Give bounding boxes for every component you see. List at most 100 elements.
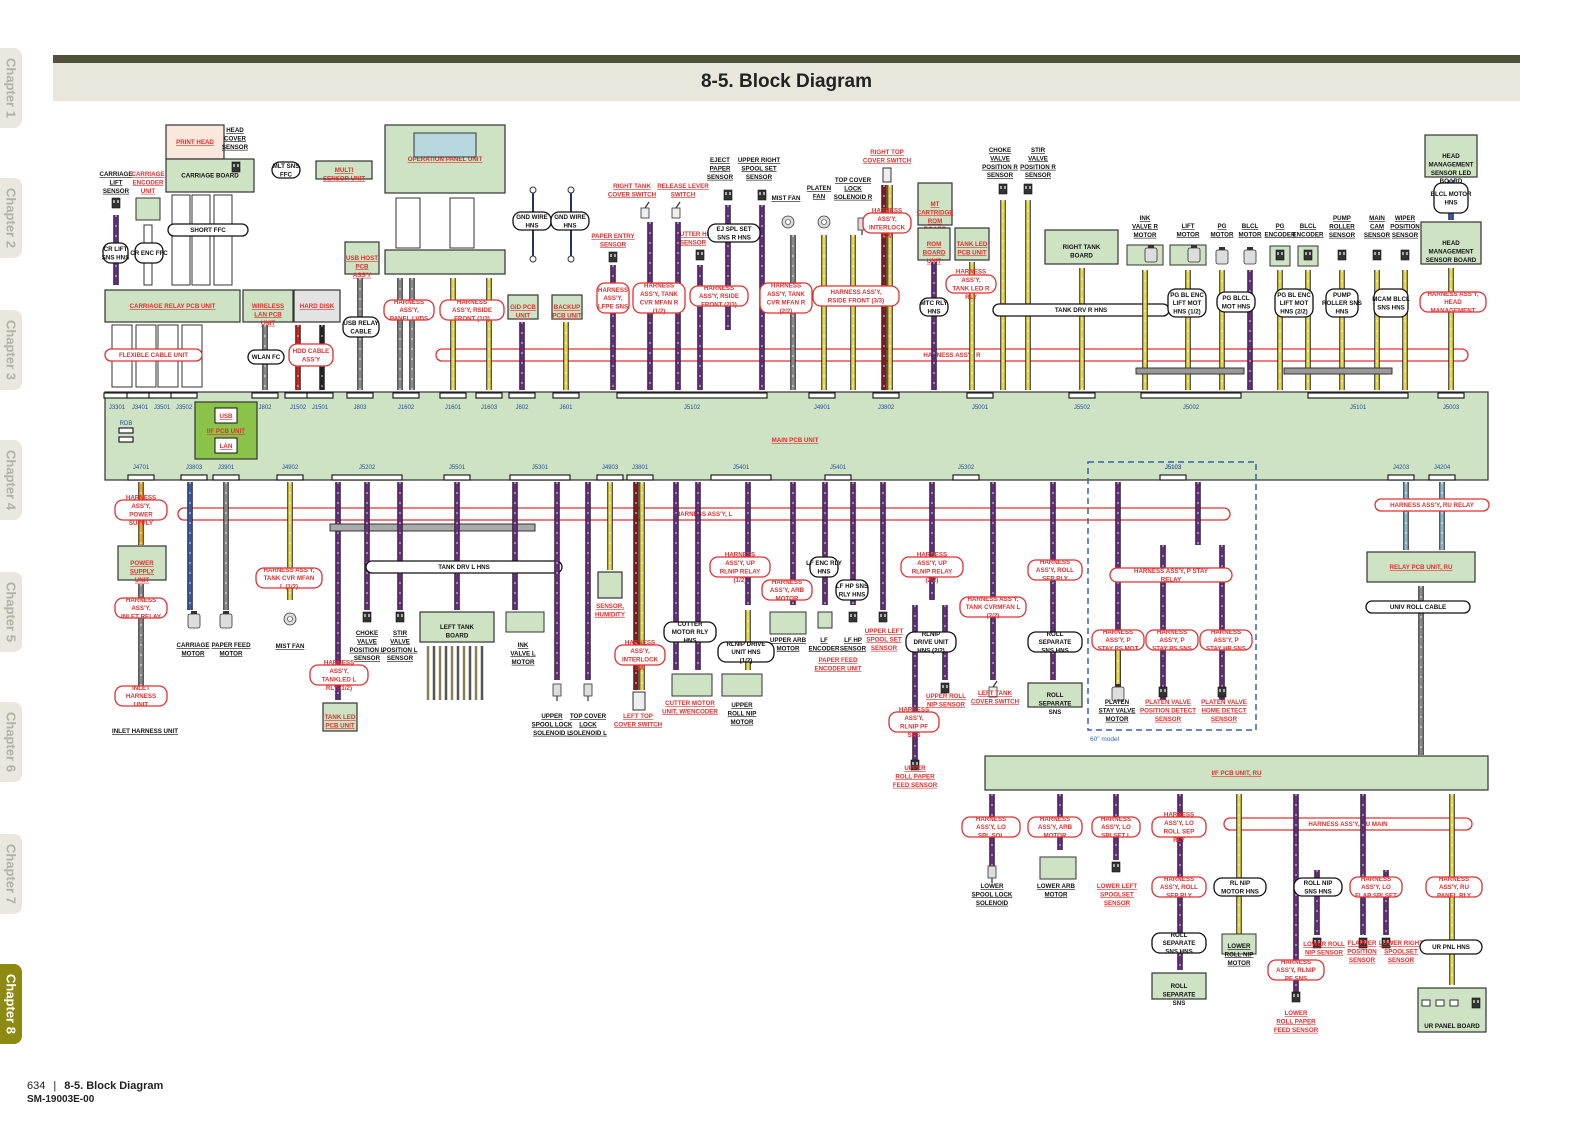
usb-host-pcb-assy [344,241,380,275]
ur-panel-sensor-icon [1471,997,1481,1009]
jack-label: J5103 [1165,465,1182,471]
sensor-pin [1477,1000,1479,1003]
upper-arb-motor-board [769,611,807,635]
right-tank-board [1044,229,1119,265]
harness-up-rlnip-relay-2 [900,556,964,578]
blcl-motor-icon [1243,249,1257,265]
model-60-note: 60" model [1090,736,1120,743]
harness-p-stay-ps-mot [1091,629,1145,651]
harness-r-bar-label: HARNESS ASS'Y, R [923,352,981,359]
relay-pcb-unit-ru-label: RELAY PCB UNIT, RU [1390,564,1453,571]
ffc-cable [213,194,233,286]
chapter-tab-6[interactable]: Chapter 6 [0,702,22,782]
harness-interlock-sw-l [614,644,666,666]
carriage-encoder-board [135,197,161,221]
short-ffc-label: SHORT FFC [190,227,226,234]
right-top-cover-switch-icon [882,167,892,183]
sensor-pin [1117,864,1119,867]
sensor-pin [1360,940,1362,943]
carriage-motor-icon [187,613,201,629]
chapter-tab-8[interactable]: Chapter 8 [0,964,22,1044]
left-top-cover-switch-icon [632,691,646,711]
release-lever-switch-icon [671,207,681,219]
lower-spool-lock-solenoid-icon [987,865,997,879]
ej-spl-set-sns-r-hns [707,223,761,243]
main-bottom-connector [626,474,654,481]
jack-label: J3802 [878,405,895,411]
chapter-tab-2[interactable]: Chapter 2 [0,178,22,258]
harness-p-stay-hp-sns [1199,629,1253,651]
sensor-pin [697,252,699,255]
harness-l-bar [177,507,1231,521]
sensor-pin [1164,689,1166,692]
main-bottom-connector [509,474,571,481]
harness-p-stay-relay [1109,567,1233,583]
sensor-pin [763,192,765,195]
jack-label: J3803 [186,465,203,471]
harness-rside-front-3 [812,285,900,307]
chapter-tab-3[interactable]: Chapter 3 [0,310,22,390]
if-pcb-unit-ru [984,755,1489,791]
chapter-tab-7[interactable]: Chapter 7 [0,834,22,914]
mtc-rly-hns [919,297,949,317]
carriage-board-label: CARRIAGE BOARD [181,173,239,180]
main-top-connector [1068,392,1096,399]
rlnip-drive-unit-hns-1 [717,641,775,663]
main-bottom-connector [596,474,624,481]
choke-valve-r-icon [998,183,1008,195]
harness-tank-cvr-mfan-l-2 [959,596,1027,618]
platen-valve-home-sensor-icon [1217,686,1227,698]
usb-relay-cable [342,316,380,338]
jack-label: J1601 [445,405,462,411]
sensor-pin [759,192,761,195]
sensor-pin [880,614,882,617]
harness-interlock-sw-r [862,212,912,234]
jack-label: J5301 [532,465,549,471]
gnd-terminal [567,186,575,194]
cr-lift-sns-hns [102,242,129,264]
chapter-tab-label: Chapter 4 [3,450,19,510]
chapter-tab-5[interactable]: Chapter 5 [0,572,22,652]
main-top-connector [103,392,131,399]
motor-shaft [1115,684,1121,687]
sensor-pin [401,614,403,617]
lower-right-spoolset-sensor-icon [1381,937,1391,949]
harness-rlnip-pf-sns-upper [888,711,940,733]
harness-power-supply [114,499,168,521]
main-top-connector [872,392,900,399]
jack-label: J5103 [1165,465,1182,471]
left-tank-board [419,611,495,643]
chapter-tab-1[interactable]: Chapter 1 [0,48,22,128]
upper-roll-nip-sensor-icon [940,682,950,694]
usb-label: USB [219,413,233,420]
page-title: 8-5. Block Diagram [700,71,873,92]
harness-roll-sep-rly [1027,559,1083,581]
jack-label: J5002 [1183,405,1200,411]
panel-button-icon [1435,999,1445,1007]
main-top-connector [1140,392,1242,399]
pg-blcl-mot-hns [1216,291,1256,313]
main-top-connector [808,392,836,399]
sensor-pin [1309,252,1311,255]
chapter-tab-4[interactable]: Chapter 4 [0,440,22,520]
main-bottom-connector [710,474,772,481]
